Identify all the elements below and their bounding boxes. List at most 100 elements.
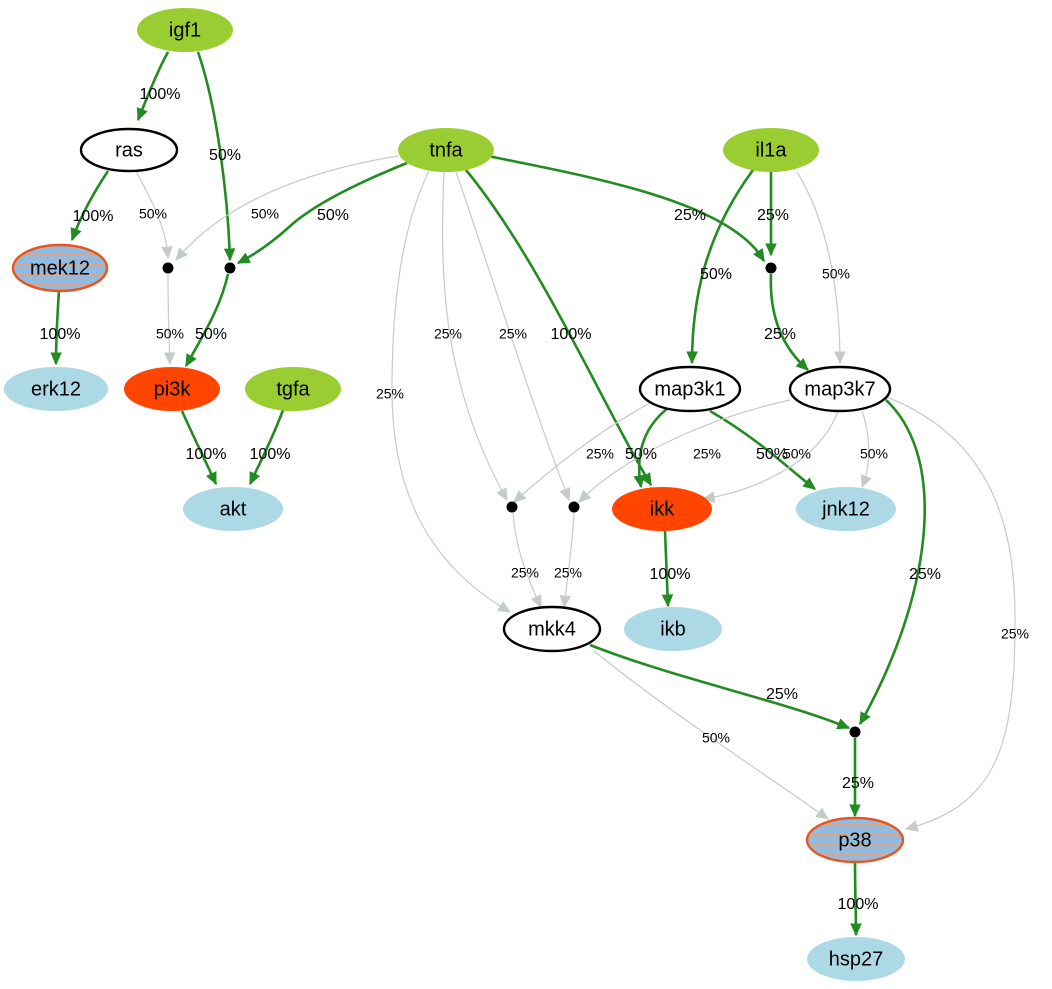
edge-label: 100%: [250, 446, 291, 463]
node-label: akt: [220, 498, 247, 520]
edge-label: 100%: [40, 326, 81, 343]
edge-arrowhead: [815, 807, 829, 820]
node-tgfa[interactable]: tgfa: [245, 367, 341, 411]
junction-dot: [568, 501, 580, 513]
node-label: ikb: [660, 618, 686, 640]
node-shape: [183, 487, 283, 531]
edge-arrowhead: [236, 252, 251, 264]
edge-line: [589, 643, 850, 730]
edge-arrowhead: [834, 351, 846, 365]
edge-arrowhead: [185, 353, 197, 368]
node-map3k7[interactable]: map3k7: [788, 365, 892, 413]
node-map3k1[interactable]: map3k1: [638, 365, 742, 413]
edge-line: [796, 171, 841, 364]
edge-arrowhead: [633, 474, 645, 489]
edge-label: 50%: [700, 266, 732, 283]
edge-arrowhead: [661, 594, 674, 608]
node-ras[interactable]: ras: [79, 127, 179, 173]
edge-label: 25%: [842, 775, 874, 792]
node-label: map3k7: [804, 378, 875, 400]
node-tnfa[interactable]: tnfa: [398, 128, 494, 172]
edge-p38-to-hsp27: [850, 861, 862, 937]
node-mkk4[interactable]: mkk4: [502, 605, 602, 653]
edge-label: 50%: [783, 446, 811, 462]
node-mek12[interactable]: mek12: [11, 243, 109, 293]
junction-dot: [162, 262, 174, 274]
edge-line: [167, 273, 171, 365]
edge-arrowhead: [559, 487, 571, 502]
edge-j_map3k7_tnfa-to-mkk4: [559, 512, 575, 609]
node-il1a[interactable]: il1a: [723, 128, 819, 172]
edge-tnfa-to-j_map3k1_tnfa: [441, 171, 508, 502]
edge-arrowhead: [530, 594, 542, 609]
edge-arrowhead: [686, 351, 698, 365]
edge-j_map3k1_tnfa-to-mkk4: [512, 512, 542, 609]
edge-label: 50%: [251, 206, 279, 222]
edge-map3k7-to-p38: [883, 395, 1016, 832]
edge-arrowhead: [802, 477, 816, 490]
edge-tnfa-to-mkk4: [391, 170, 512, 613]
node-label: pi3k: [154, 378, 192, 400]
edge-line: [702, 410, 839, 500]
edge-map3k1-to-j_map3k1_tnfa: [513, 402, 651, 503]
edge-arrowhead: [136, 107, 148, 122]
node-label: tgfa: [276, 378, 310, 400]
edge-il1a-to-map3k1: [686, 169, 755, 365]
node-label: igf1: [169, 19, 201, 41]
node-label: mkk4: [528, 618, 576, 640]
node-shape: [723, 128, 819, 172]
edge-tnfa-to-j_map3k7_tnfa: [455, 171, 571, 502]
edge-arrowhead: [513, 490, 527, 503]
node-label: hsp27: [829, 948, 884, 970]
node-shape: [11, 243, 109, 293]
edge-label: 25%: [766, 686, 798, 703]
edge-arrowhead: [161, 246, 173, 260]
edge-label: 50%: [860, 446, 888, 462]
edge-label: 25%: [764, 326, 796, 343]
edge-arrowhead: [497, 601, 512, 613]
edge-line: [858, 399, 926, 725]
edge-line: [391, 170, 511, 613]
node-akt[interactable]: akt: [183, 487, 283, 531]
edge-label: 100%: [551, 326, 592, 343]
node-label: p38: [838, 829, 871, 851]
node-shape: [79, 127, 179, 173]
edge-line: [175, 155, 399, 261]
edge-line: [578, 399, 791, 503]
node-p38[interactable]: p38: [805, 816, 905, 864]
nodes-layer: igf1 ras tnfa il1a mek12 erk12 pi3k tgfa akt map3…: [4, 8, 905, 981]
edge-label: 25%: [554, 565, 582, 581]
edge-ras-to-mek12: [70, 170, 110, 242]
node-igf1[interactable]: igf1: [137, 8, 233, 52]
node-shape: [137, 8, 233, 52]
node-pi3k[interactable]: pi3k: [124, 367, 220, 411]
node-shape: [796, 487, 896, 531]
junction-dot: [224, 262, 236, 274]
edge-tnfa-to-j_tnfa_il1a: [487, 154, 766, 263]
edge-label: 50%: [195, 326, 227, 343]
node-jnk12[interactable]: jnk12: [796, 487, 896, 531]
edge-line: [563, 512, 575, 608]
edge-arrowhead: [70, 227, 82, 242]
node-ikb[interactable]: ikb: [624, 607, 722, 651]
edge-arrowhead: [50, 352, 62, 366]
node-shape: [624, 607, 722, 651]
edge-label: 50%: [139, 206, 167, 222]
edge-label: 50%: [209, 147, 241, 164]
node-shape: [4, 367, 108, 411]
edge-il1a-to-j_tnfa_il1a: [765, 172, 777, 257]
node-hsp27[interactable]: hsp27: [807, 937, 905, 981]
node-shape: [398, 128, 494, 172]
edge-map3k1-to-ikk: [633, 406, 669, 489]
edge-label: 25%: [909, 566, 941, 583]
node-erk12[interactable]: erk12: [4, 367, 108, 411]
edge-ikk-to-ikb: [661, 530, 674, 608]
edge-label: 100%: [838, 896, 879, 913]
edge-map3k7-to-j_map3k7_tnfa: [578, 399, 791, 503]
edge-label: 25%: [376, 386, 404, 402]
node-ikk[interactable]: ikk: [612, 487, 712, 531]
edge-label: 25%: [757, 207, 789, 224]
edge-tnfa-to-ikk: [464, 169, 653, 487]
edge-arrowhead: [578, 489, 592, 503]
node-label: il1a: [755, 139, 787, 161]
